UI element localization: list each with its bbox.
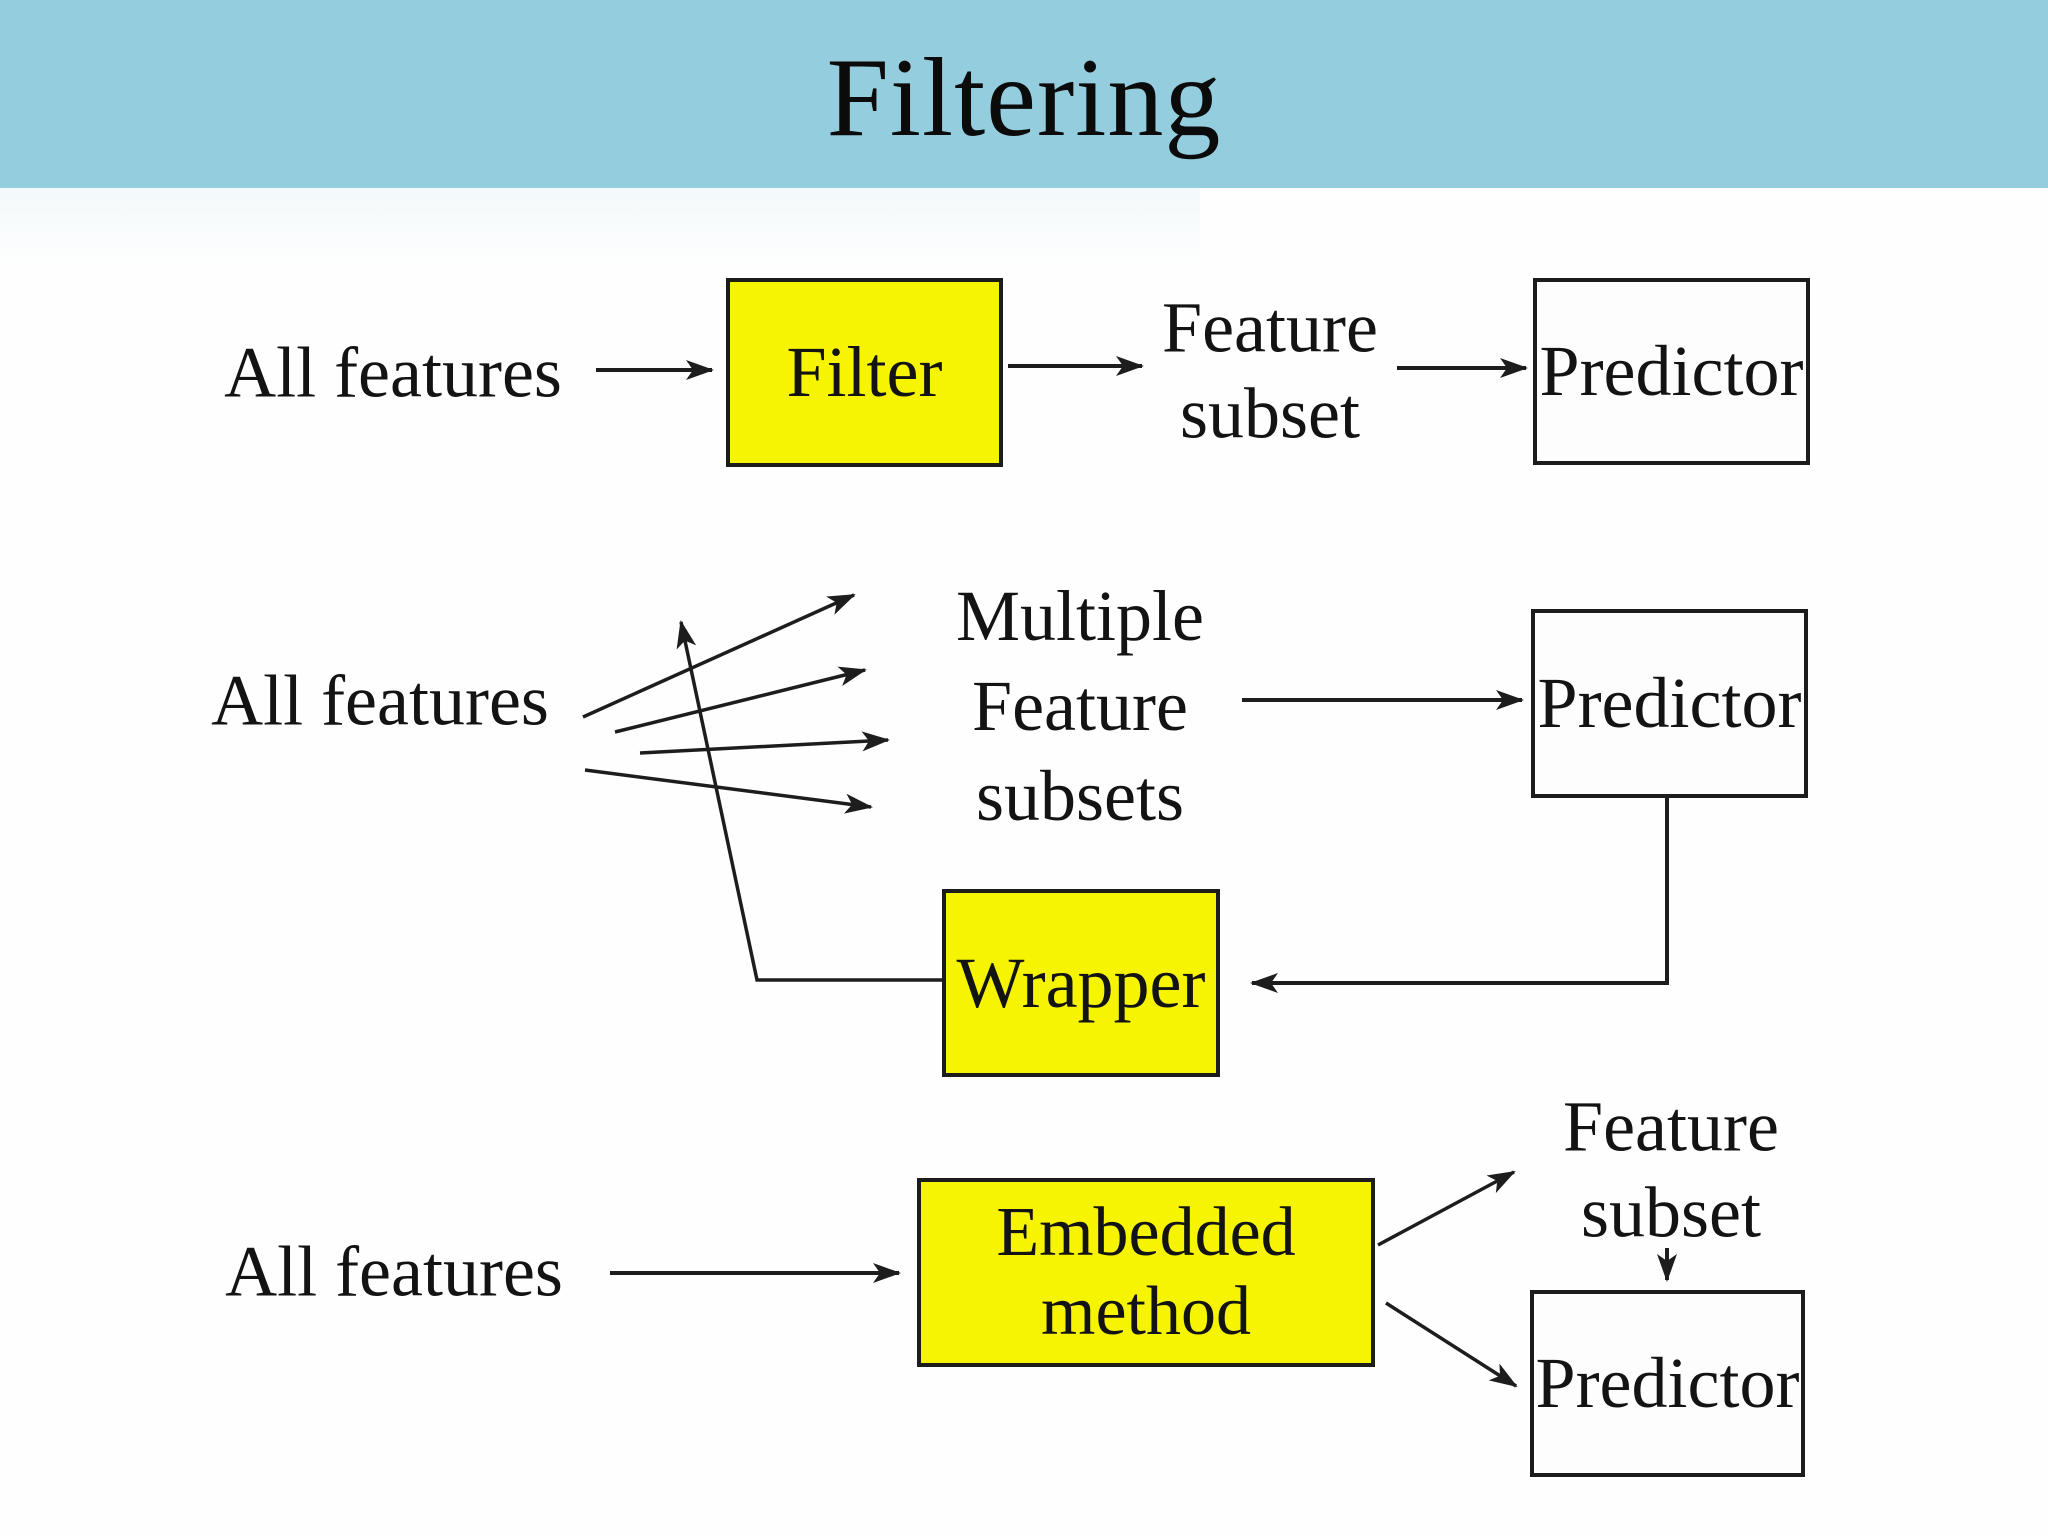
feature-subset-label-row3: Feature subset (1563, 1084, 1779, 1257)
wrapper-box: Wrapper (942, 889, 1220, 1077)
arrow-fan-4 (584, 768, 873, 814)
all-features-label-row3: All features (225, 1231, 563, 1312)
slide-title: Filtering (826, 36, 1222, 160)
embedded-method-box: Embedded method (917, 1178, 1375, 1367)
arrow-predictor2-to-wrapper (1250, 798, 1669, 993)
all-features-label-row2: All features (211, 660, 549, 741)
filter-box: Filter (726, 278, 1003, 467)
feature-subset3-line1: Feature (1563, 1086, 1779, 1167)
feature-subset3-line2: subset (1581, 1173, 1761, 1253)
feature-subset-line1: Feature (1162, 287, 1378, 368)
arrow-wrapper-to-allfeatures (676, 620, 942, 982)
multiple-line2: Feature (972, 666, 1188, 746)
feature-subset-line2: subset (1180, 374, 1360, 454)
predictor-box-row1: Predictor (1533, 278, 1810, 465)
multiple-feature-subsets-label: Multiple Feature subsets (956, 571, 1204, 841)
predictor-box-row2: Predictor (1531, 609, 1808, 798)
arrow-fan-2 (614, 666, 867, 734)
multiple-line1: Multiple (956, 576, 1204, 656)
embedded-line1: Embedded (996, 1194, 1296, 1272)
all-features-label-row1: All features (224, 332, 562, 413)
predictor-box-row3: Predictor (1530, 1290, 1805, 1477)
arrow-embedded-to-featuresubset (1377, 1170, 1516, 1247)
slide-header: Filtering (0, 0, 2048, 188)
embedded-line2: method (1041, 1272, 1251, 1350)
feature-subset-label-row1: Feature subset (1162, 285, 1378, 458)
arrow-embedded-to-predictor3 (1385, 1301, 1518, 1388)
arrow-fan-3 (639, 731, 890, 755)
multiple-line3: subsets (975, 756, 1185, 836)
arrow-fan-1 (582, 593, 856, 719)
